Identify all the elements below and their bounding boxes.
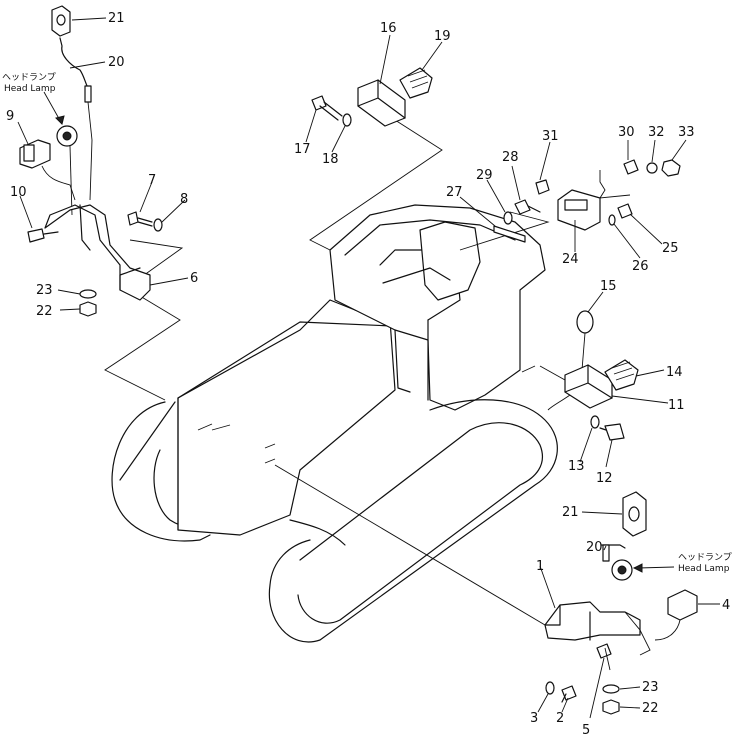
callout-12: 12 [596, 471, 613, 486]
callout-11: 11 [668, 398, 685, 413]
callout-6: 6 [190, 271, 198, 286]
callout-25: 25 [662, 241, 679, 256]
callout-20-right: 20 [586, 540, 603, 555]
callout-20-left: 20 [108, 55, 125, 70]
rear-lamp-top-assembly [311, 67, 433, 127]
callout-23-right: 23 [642, 680, 659, 695]
tractor-body [111, 204, 558, 643]
callout-32: 32 [648, 125, 665, 140]
callout-7: 7 [148, 173, 156, 188]
callout-23-left: 23 [36, 283, 53, 298]
callout-1: 1 [536, 559, 544, 574]
lamp-4 [667, 589, 698, 621]
callout-3: 3 [530, 711, 538, 726]
callout-8: 8 [180, 192, 188, 207]
head-lamp-label-right-jp: ヘッドランプ [678, 552, 732, 563]
callout-21-left: 21 [108, 11, 125, 26]
tail-lamp-assembly [493, 159, 681, 243]
callout-22-left: 22 [36, 304, 53, 319]
callout-30: 30 [618, 125, 635, 140]
right-head-lamp-assembly [544, 491, 698, 715]
callout-9: 9 [6, 109, 14, 124]
callout-2: 2 [556, 711, 564, 726]
callout-16: 16 [380, 21, 397, 36]
bracket-1 [544, 601, 641, 641]
leader-lines [17, 17, 720, 719]
callout-17: 17 [294, 142, 311, 157]
head-lamp-label-left-jp: ヘッドランプ [2, 72, 56, 83]
head-lamp-label-right-en: Head Lamp [678, 564, 730, 574]
callout-29: 29 [476, 168, 493, 183]
callout-13: 13 [568, 459, 585, 474]
callout-numbers: 1 2 3 4 5 6 7 8 9 10 11 12 13 14 15 16 1… [6, 11, 730, 738]
left-head-lamp-assembly [19, 5, 163, 317]
callout-14: 14 [666, 365, 683, 380]
head-lamp-labels: ヘッドランプ Head Lamp ヘッドランプ Head Lamp [2, 72, 732, 574]
callout-27: 27 [446, 185, 463, 200]
callout-24: 24 [562, 252, 579, 267]
head-lamp-label-left-en: Head Lamp [4, 84, 56, 94]
callout-33: 33 [678, 125, 695, 140]
callout-5: 5 [582, 723, 590, 738]
callout-22-right: 22 [642, 701, 659, 716]
callout-15: 15 [600, 279, 617, 294]
callout-4: 4 [722, 598, 730, 613]
callout-21-right: 21 [562, 505, 579, 520]
callout-28: 28 [502, 150, 519, 165]
callout-26: 26 [632, 259, 649, 274]
side-lamp-assembly [547, 310, 639, 441]
harness-left [59, 37, 89, 89]
callout-10: 10 [10, 185, 27, 200]
assembly-lines [104, 119, 631, 626]
connector-19 [399, 67, 433, 99]
bracket-27 [493, 225, 526, 243]
callout-19: 19 [434, 29, 451, 44]
callout-18: 18 [322, 152, 339, 167]
callout-31: 31 [542, 129, 559, 144]
